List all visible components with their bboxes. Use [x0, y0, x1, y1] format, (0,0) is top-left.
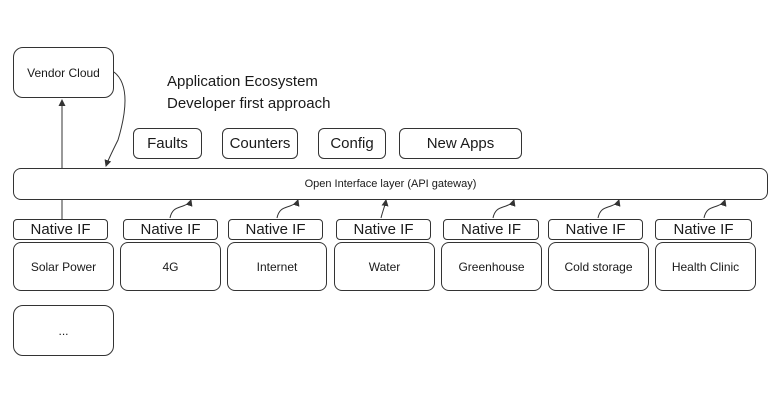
- native-if-water: Native IF: [336, 219, 431, 240]
- app-faults-label: Faults: [147, 135, 188, 152]
- app-counters-label: Counters: [229, 135, 291, 152]
- vertical-label: Water: [368, 259, 401, 274]
- app-counters: Counters: [222, 128, 298, 159]
- vertical-water: Water: [334, 242, 435, 291]
- arrow-greenhouse-to-gateway: [492, 199, 516, 219]
- native-if-label: Native IF: [30, 221, 91, 238]
- native-if-cold-storage: Native IF: [548, 219, 643, 240]
- vertical-health-clinic: Health Clinic: [655, 242, 756, 291]
- arrow-health-to-gateway: [703, 199, 727, 219]
- api-gateway-label: Open Interface layer (API gateway): [304, 178, 477, 190]
- app-faults: Faults: [133, 128, 202, 159]
- vertical-label: Solar Power: [30, 259, 97, 274]
- native-if-label: Native IF: [565, 221, 626, 238]
- vertical-label: Health Clinic: [671, 259, 740, 274]
- vertical-4g: 4G: [120, 242, 221, 291]
- more-verticals-box: ...: [13, 305, 114, 356]
- native-if-internet: Native IF: [228, 219, 323, 240]
- arrow-4g-to-gateway: [169, 199, 193, 219]
- vertical-label: Internet: [256, 259, 298, 274]
- native-if-label: Native IF: [353, 221, 414, 238]
- vendor-cloud-label: Vendor Cloud: [27, 65, 100, 80]
- native-if-4g: Native IF: [123, 219, 218, 240]
- app-config: Config: [318, 128, 386, 159]
- app-new-apps: New Apps: [399, 128, 522, 159]
- more-verticals-label: ...: [58, 323, 69, 338]
- title-line-1: Application Ecosystem: [167, 73, 318, 90]
- app-config-label: Config: [330, 135, 374, 152]
- arrow-water-to-gateway: [380, 199, 389, 219]
- native-if-label: Native IF: [245, 221, 306, 238]
- native-if-label: Native IF: [140, 221, 201, 238]
- vertical-solar-power: Solar Power: [13, 242, 114, 291]
- native-if-solar: Native IF: [13, 219, 108, 240]
- app-new-apps-label: New Apps: [426, 135, 495, 152]
- vertical-internet: Internet: [227, 242, 327, 291]
- native-if-label: Native IF: [673, 221, 734, 238]
- native-if-label: Native IF: [460, 221, 521, 238]
- vendor-cloud-box: Vendor Cloud: [13, 47, 114, 98]
- vertical-greenhouse: Greenhouse: [441, 242, 542, 291]
- title-line-2: Developer first approach: [167, 95, 331, 112]
- vertical-cold-storage: Cold storage: [548, 242, 649, 291]
- vertical-label: 4G: [162, 259, 179, 274]
- arrow-internet-to-gateway: [276, 199, 300, 219]
- native-if-health-clinic: Native IF: [655, 219, 752, 240]
- vertical-label: Cold storage: [564, 259, 633, 274]
- native-if-greenhouse: Native IF: [443, 219, 539, 240]
- api-gateway-bar: Open Interface layer (API gateway): [13, 168, 768, 200]
- arrow-coldstorage-to-gateway: [597, 199, 621, 219]
- vertical-label: Greenhouse: [458, 259, 525, 274]
